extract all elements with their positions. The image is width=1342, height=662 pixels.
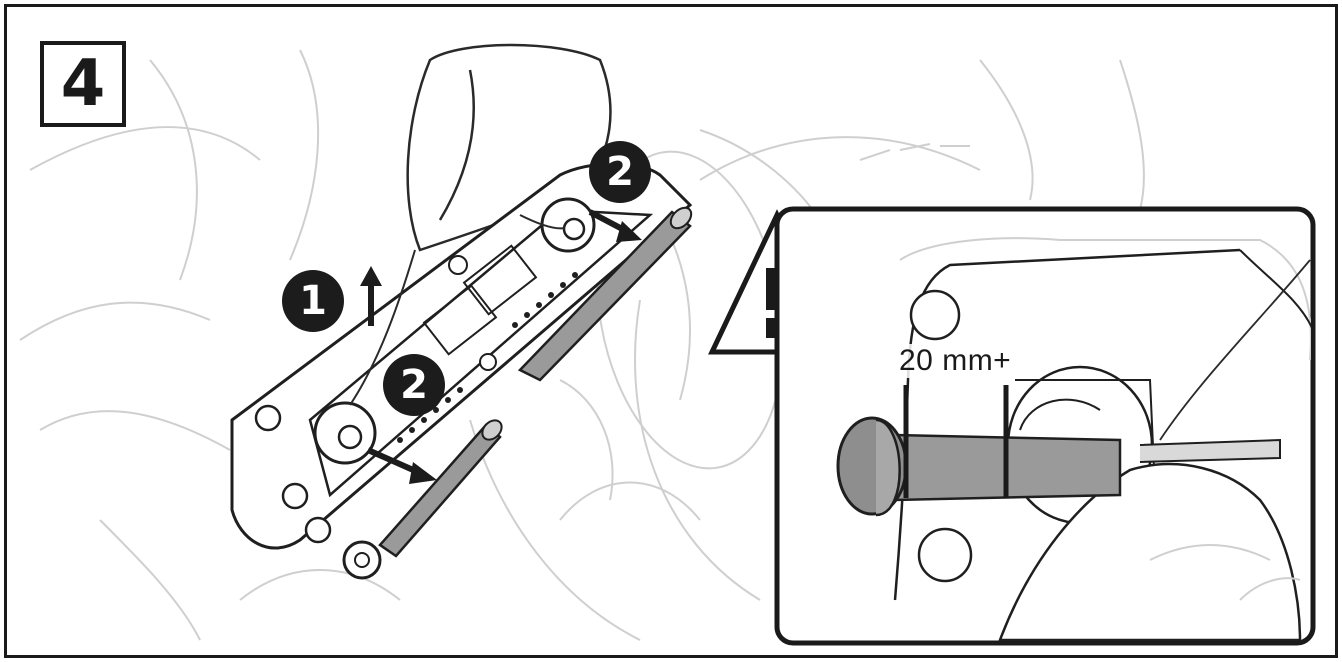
guide-rods (342, 206, 693, 580)
callout-badge-1: 1 (282, 270, 344, 332)
callout-badge-2-lower: 2 (383, 354, 445, 416)
detail-inset (774, 206, 1316, 646)
callout-label: 1 (299, 278, 327, 324)
dimension-label: 20 mm+ (897, 344, 1014, 378)
step-number-box: 4 (40, 41, 126, 127)
mounting-plate (230, 162, 693, 550)
background-sketch (19, 49, 1145, 641)
arrow-up-icon (360, 266, 382, 326)
callout-label: 2 (606, 149, 634, 195)
arrow-diagonal-icon (366, 209, 642, 484)
step-number: 4 (60, 47, 106, 121)
callout-badge-2-upper: 2 (589, 141, 651, 203)
callout-label: 2 (400, 362, 428, 408)
